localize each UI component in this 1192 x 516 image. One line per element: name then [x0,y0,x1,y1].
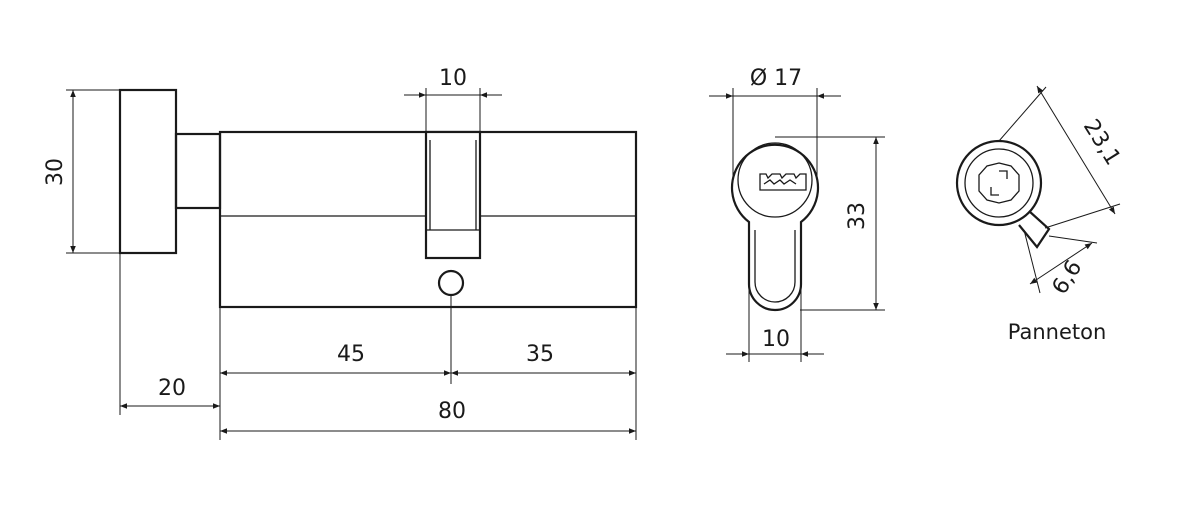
keyway-icon [759,173,807,191]
plug-lower-outline [754,230,796,303]
cam-hub-notch [990,170,1008,196]
plug-circle [737,142,813,218]
dim-left-half: 45 [337,342,365,367]
cam-lobe [1018,210,1051,249]
dim-right-half: 35 [526,342,554,367]
dim-line-cam-radius [1036,85,1116,215]
ext-line [998,86,1047,142]
dim-knob-height: 30 [43,158,68,186]
dim-cam-radius: 23,1 [1078,115,1125,170]
dim-knob-offset: 20 [158,376,186,401]
ext-line [1048,235,1098,244]
side-view: 30 10 45 35 20 80 [43,66,638,440]
dim-bottom-width: 10 [762,327,790,352]
cam-view: 23,1 6,6 Panneton [955,85,1125,344]
dim-line-cam-thickness [1029,242,1093,285]
cam-center-hub [978,162,1020,204]
knob-shaft [174,132,222,210]
dim-cam-width: 10 [439,66,467,91]
fixing-screw-hole [437,269,465,297]
dim-cam-thickness: 6,6 [1048,256,1088,299]
euro-profile-outline [730,143,820,312]
cam-outer-circle [955,139,1043,227]
dim-diameter: Ø 17 [750,66,802,91]
cam-caption: Panneton [1008,320,1107,344]
cam-slot [424,130,482,260]
thumb-turn-knob [118,88,178,255]
dim-total-length: 80 [438,399,466,424]
ext-line [1044,203,1121,229]
front-view: Ø 17 33 10 [709,66,885,362]
dim-height: 33 [845,202,870,230]
cam-inner-circle [964,148,1034,218]
